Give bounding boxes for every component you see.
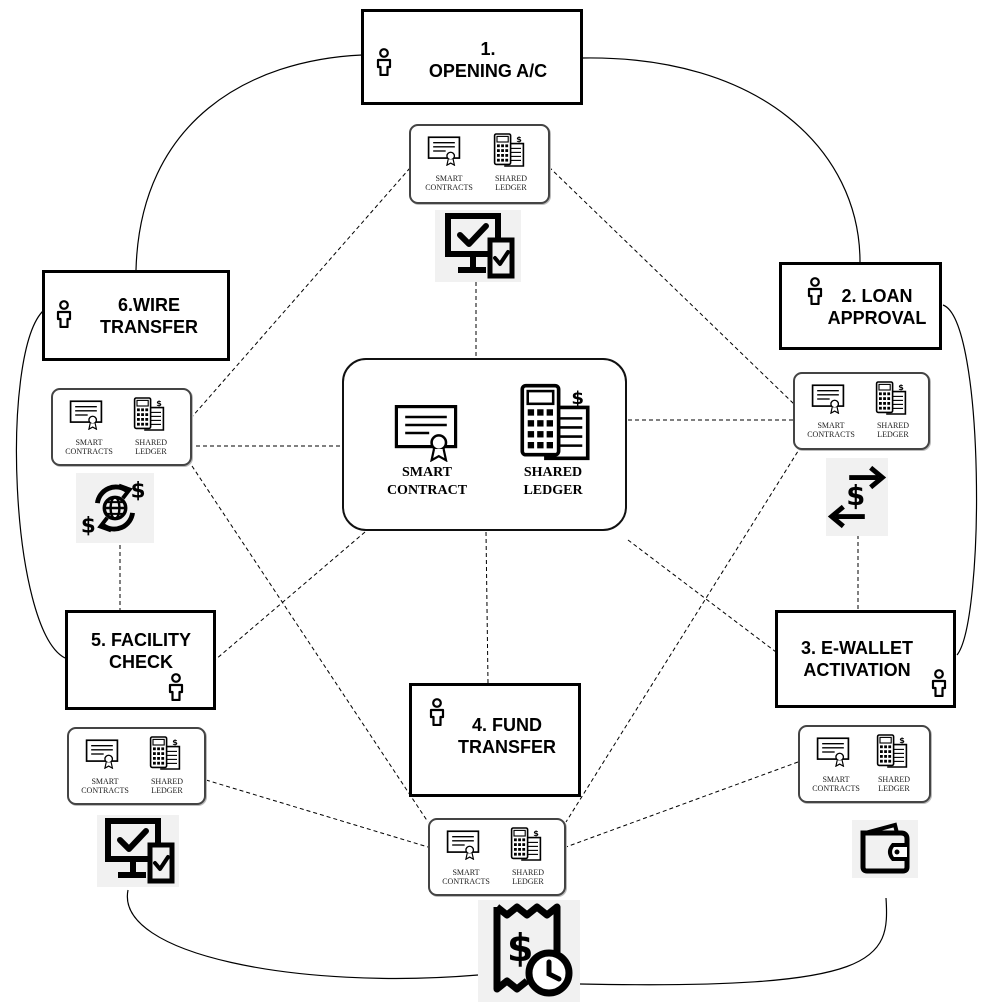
step-fund-transfer: 4. FUND TRANSFER (409, 683, 581, 797)
curve-opening-to-loan (581, 57, 861, 263)
link-node3-node4 (565, 761, 799, 848)
smart-contract-icon (816, 737, 850, 767)
shared-ledger-icon (876, 733, 908, 769)
smart-contract-icon (446, 830, 480, 860)
curve-loan-to-ewallet (942, 304, 978, 656)
link-center-ewallet (627, 539, 777, 653)
step-opening-ac-label: 1. OPENING A/C (400, 38, 576, 82)
shared-ledger-icon (510, 826, 542, 862)
smart-contract-icon (394, 404, 458, 462)
person-icon (930, 669, 948, 697)
link-node2-node4 (565, 439, 806, 823)
step-facility-check-label: 5. FACILITY CHECK (72, 629, 210, 673)
currency-exchange-icon (76, 473, 154, 543)
step-wire-transfer-line2: TRANSFER (100, 317, 198, 337)
step-ewallet-activation-line2: ACTIVATION (803, 660, 911, 680)
step-opening-ac-line1: 1. (480, 39, 496, 59)
link-node1-node6 (190, 167, 411, 419)
curve-wire-to-opening (135, 54, 363, 271)
receipt-clock-icon (478, 900, 580, 1002)
step-fund-transfer-line2: TRANSFER (458, 737, 556, 757)
person-icon (55, 300, 73, 328)
step-wire-transfer-label: 6.WIRE TRANSFER (79, 294, 219, 338)
step-facility-check-line1: 5. FACILITY (90, 630, 191, 650)
link-node1-node2 (548, 166, 796, 406)
step-fund-transfer-line1: 4. FUND (471, 715, 542, 735)
person-icon (428, 698, 446, 726)
step-loan-approval: 2. LOAN APPROVAL (779, 262, 942, 350)
wallet-icon (852, 820, 918, 878)
exchange-arrows-icon (826, 458, 888, 536)
link-node6-node4 (191, 465, 429, 823)
link-center-fund (485, 531, 489, 684)
curve-facility-to-wire (15, 309, 66, 659)
monitor-check-icon (97, 815, 179, 887)
link-node5-node4 (205, 779, 429, 848)
person-icon (167, 673, 185, 701)
shared-ledger-icon (149, 735, 181, 771)
smart-contract-icon (811, 384, 845, 414)
shared-ledger-icon (875, 380, 907, 416)
step-wire-transfer: 6.WIRE TRANSFER (42, 270, 230, 361)
shared-ledger-icon (133, 396, 165, 432)
link-center-facility (214, 531, 366, 661)
step-wire-transfer-line1: 6.WIRE (117, 295, 180, 315)
smart-contract-icon (85, 739, 119, 769)
outer-ring-curves (15, 54, 978, 986)
step-opening-ac-line2: OPENING A/C (428, 61, 548, 81)
step-loan-approval-line1: 2. LOAN (841, 286, 913, 306)
step-ewallet-activation-label: 3. E-WALLET ACTIVATION (782, 637, 932, 681)
step-loan-approval-line2: APPROVAL (827, 308, 927, 328)
step-loan-approval-label: 2. LOAN APPROVAL (820, 285, 934, 329)
step-ewallet-activation: 3. E-WALLET ACTIVATION (775, 610, 956, 708)
curve-ewallet-to-fund (579, 897, 888, 986)
smart-contract-icon (69, 400, 103, 430)
step-ewallet-activation-line1: 3. E-WALLET (801, 638, 913, 658)
step-facility-check: 5. FACILITY CHECK (65, 610, 216, 710)
step-fund-transfer-label: 4. FUND TRANSFER (448, 714, 566, 758)
dashed-links (119, 166, 859, 848)
person-icon (375, 48, 393, 76)
shared-ledger-icon (493, 132, 525, 168)
step-opening-ac: 1. OPENING A/C (361, 9, 583, 105)
monitor-check-icon (435, 210, 521, 282)
step-facility-check-line2: CHECK (108, 652, 173, 672)
smart-contract-icon (427, 136, 461, 166)
curve-fund-to-facility (126, 889, 479, 980)
shared-ledger-icon (518, 382, 592, 462)
